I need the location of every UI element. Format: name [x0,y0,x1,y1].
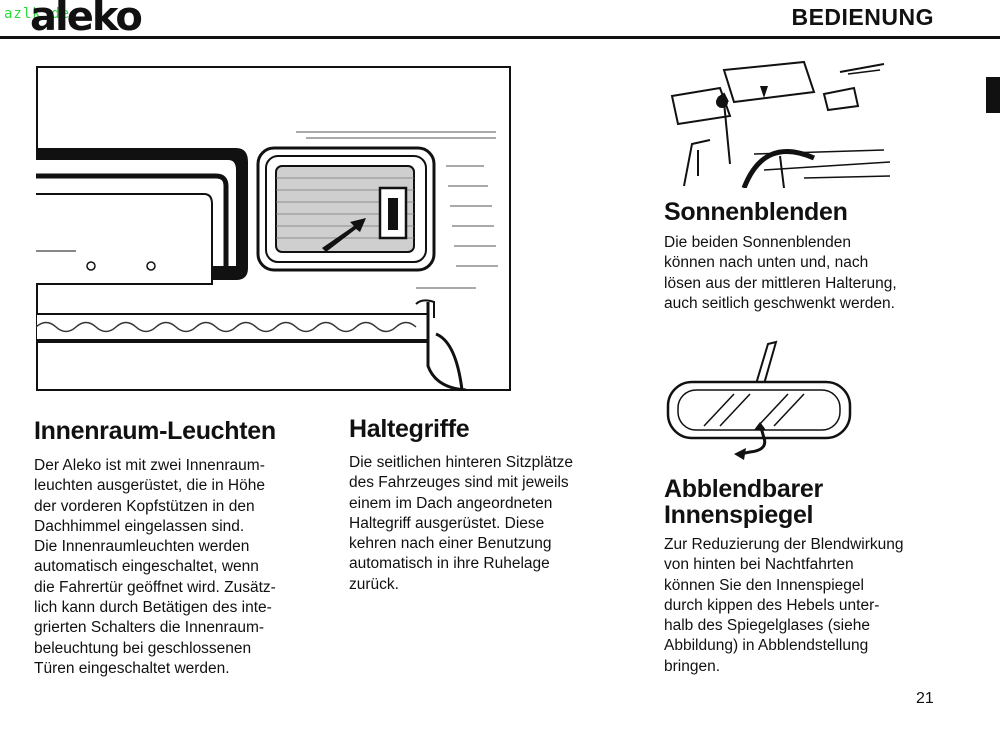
page-number: 21 [916,690,934,707]
rearview-mirror-illustration [666,340,852,460]
header-rule [0,36,1000,39]
chapter-tab-marker [986,77,1000,113]
brand-logo: aleko [30,0,143,40]
section-title: BEDIENUNG [791,4,934,30]
haltegriffe-text: Die seitlichen hinteren Sitzplätze des F… [349,454,574,593]
spiegel-text: Zur Reduzierung der Blendwirkung von hin… [664,536,904,675]
spiegel-title-line2: Innenspiegel [664,501,814,529]
spiegel-title-line1: Abblendbarer [664,475,823,503]
interior-light-illustration [36,66,511,391]
sun-visor-illustration [670,60,891,188]
innenraum-text: Der Aleko ist mit zwei Innenraum- leucht… [34,457,276,677]
watermark-text: azlk.de [4,6,71,22]
innenraum-title: Innenraum-Leuchten [34,417,276,445]
haltegriffe-title: Haltegriffe [349,415,470,443]
sonnenblenden-title: Sonnenblenden [664,198,848,226]
sonnenblenden-text: Die beiden Sonnenblenden können nach unt… [664,234,897,312]
